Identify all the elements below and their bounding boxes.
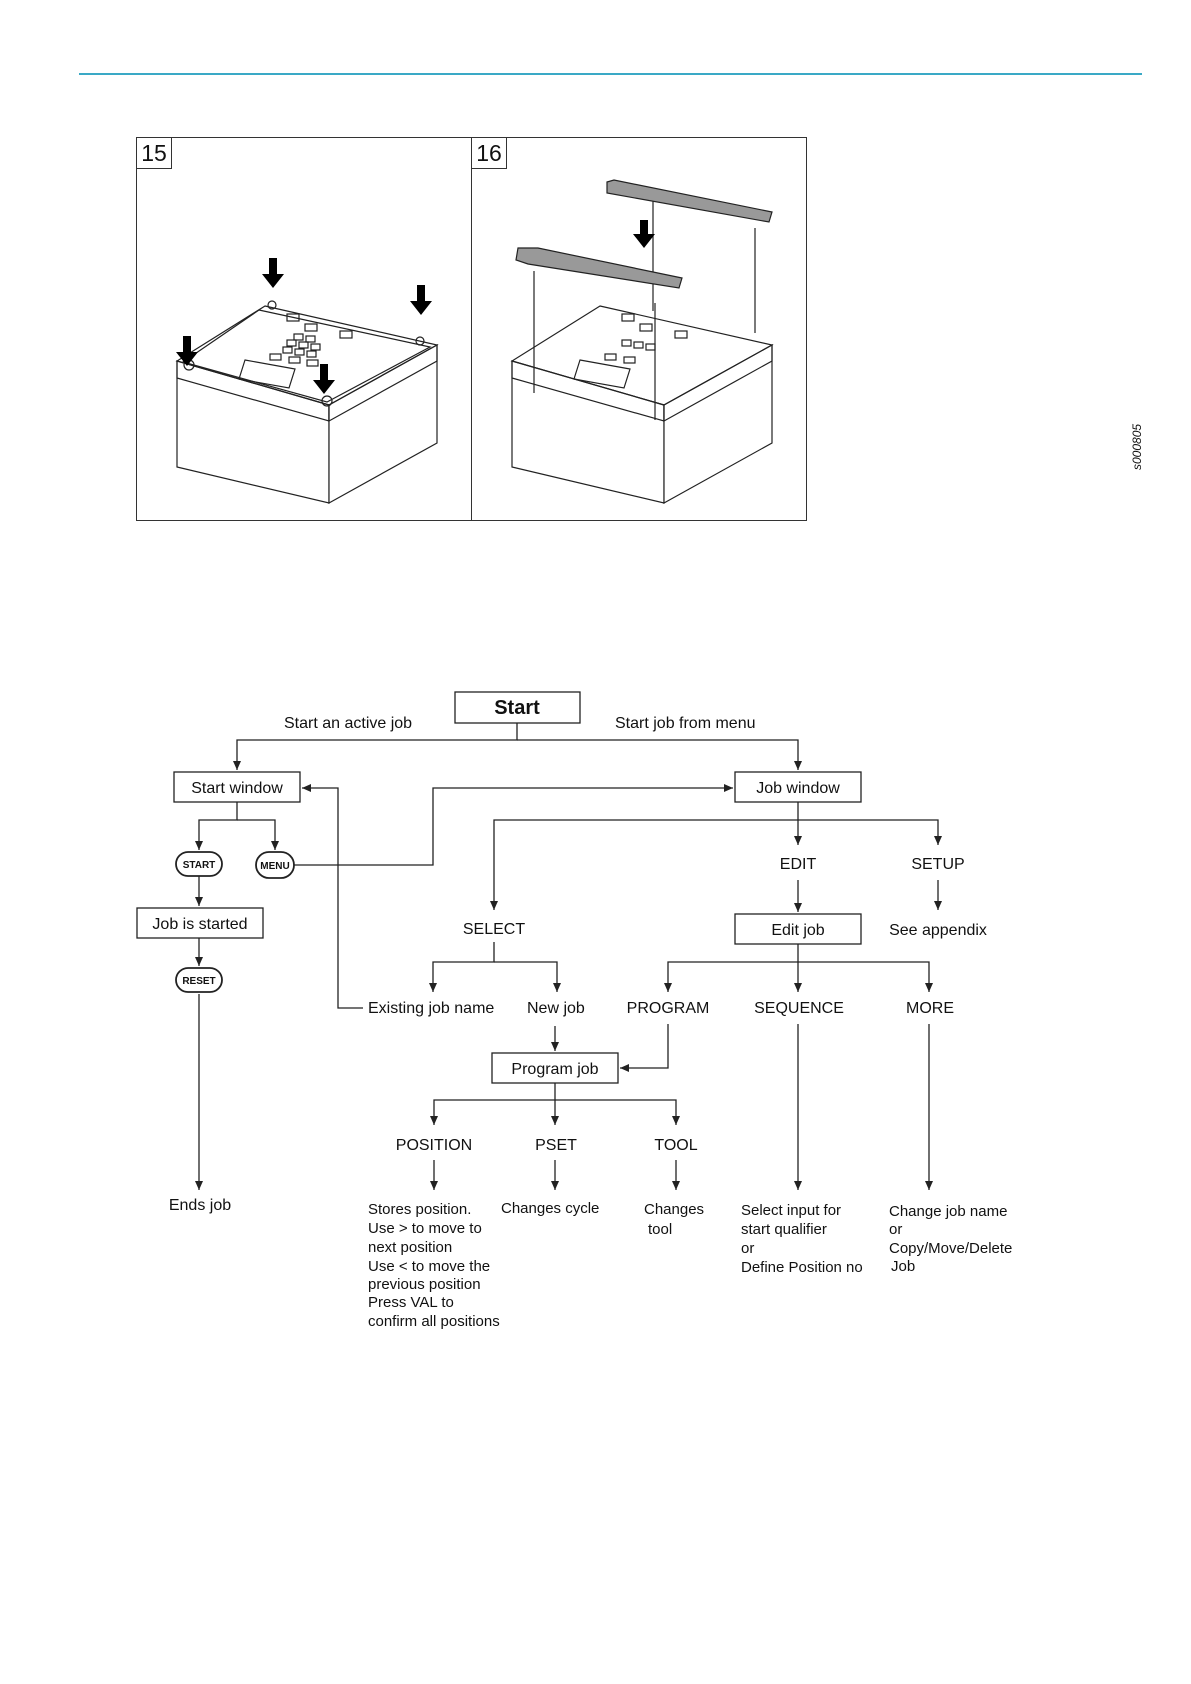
description-line: previous position — [368, 1276, 481, 1293]
program-label: PROGRAM — [627, 1000, 710, 1017]
description-line: Changes cycle — [501, 1200, 599, 1217]
position-label: POSITION — [396, 1137, 472, 1154]
edit-job-label: Edit job — [771, 922, 824, 939]
see-appendix-label: See appendix — [889, 922, 987, 939]
start-active-label: Start an active job — [284, 715, 412, 732]
header-rule — [79, 73, 1142, 75]
description-line: Change job name — [889, 1203, 1007, 1220]
program-job-label: Program job — [511, 1061, 598, 1078]
figure-number: 15 — [137, 138, 172, 169]
edit-label: EDIT — [780, 856, 817, 873]
description-line: next position — [368, 1239, 452, 1256]
description-line: Copy/Move/Delete — [889, 1240, 1012, 1257]
menu-key-label: MENU — [260, 861, 289, 872]
description-line: tool — [648, 1221, 672, 1238]
description-line: Stores position. — [368, 1201, 471, 1218]
tool-label: TOOL — [654, 1137, 697, 1154]
description-line: start qualifier — [741, 1221, 827, 1238]
new-job-label: New job — [527, 1000, 585, 1017]
start-window-label: Start window — [191, 780, 283, 797]
select-label: SELECT — [463, 921, 525, 938]
position-description: Stores position. Use > to move to next p… — [368, 1201, 500, 1330]
existing-job-label: Existing job name — [368, 1000, 494, 1017]
more-label: MORE — [906, 1000, 954, 1017]
description-line: Press VAL to — [368, 1294, 454, 1311]
setup-label: SETUP — [911, 856, 964, 873]
job-window-label: Job window — [756, 780, 840, 797]
start-menu-label: Start job from menu — [615, 715, 756, 732]
start-key-label: START — [183, 860, 216, 871]
sequence-label: SEQUENCE — [754, 1000, 844, 1017]
description-line: Use < to move the — [368, 1258, 490, 1275]
reset-key-label: RESET — [182, 976, 215, 987]
figure-number: 16 — [472, 138, 507, 169]
description-line: Define Position no — [741, 1259, 863, 1276]
start-label: Start — [494, 697, 540, 719]
figure-16: 16 — [471, 137, 807, 521]
description-line: or — [889, 1221, 902, 1238]
illustration-fit-cover-strips — [510, 179, 774, 505]
description-line: or — [741, 1240, 754, 1257]
reset-key-button — [175, 967, 223, 993]
sequence-description: Select input for start qualifier or Defi… — [741, 1202, 863, 1276]
illustration-remove-screws — [175, 258, 439, 505]
job-started-box — [136, 907, 264, 939]
description-line: confirm all positions — [368, 1313, 500, 1330]
pset-label: PSET — [535, 1137, 577, 1154]
description-line: Use > to move to — [368, 1220, 482, 1237]
ends-job-label: Ends job — [169, 1197, 231, 1214]
description-line: Job — [891, 1258, 915, 1275]
pset-description: Changes cycle — [501, 1200, 599, 1217]
more-description: Change job name or Copy/Move/Delete Job — [889, 1203, 1012, 1275]
figure-15: 15 — [136, 137, 472, 521]
description-line: Select input for — [741, 1202, 841, 1219]
tool-description: Changes tool — [644, 1201, 704, 1238]
job-started-label: Job is started — [152, 916, 247, 933]
description-line: Changes — [644, 1201, 704, 1218]
